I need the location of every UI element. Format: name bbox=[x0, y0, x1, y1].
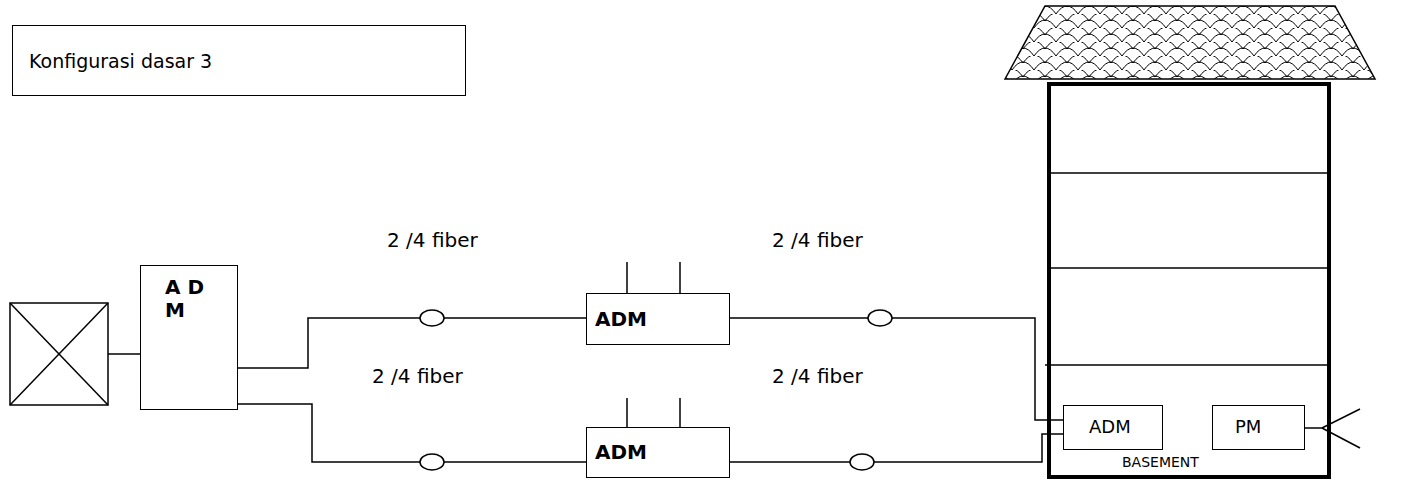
box-label: PM bbox=[1235, 417, 1261, 438]
fiber-marker bbox=[850, 454, 874, 470]
box-label: A D M bbox=[165, 276, 211, 322]
fiber-link bbox=[238, 318, 586, 368]
floor-lines bbox=[1045, 173, 1331, 365]
link-label: 2 /4 fiber bbox=[770, 228, 865, 252]
fiber-marker bbox=[868, 310, 892, 326]
box-label: ADM bbox=[595, 308, 647, 331]
adm-box: ADM bbox=[586, 293, 730, 345]
box-label: ADM bbox=[1089, 417, 1131, 438]
wire bbox=[108, 353, 140, 355]
link-label: 2 /4 fiber bbox=[385, 228, 480, 252]
roof bbox=[1005, 6, 1375, 79]
adm-box: A D M bbox=[140, 265, 238, 410]
fiber-marker bbox=[420, 310, 444, 326]
title-text: Konfigurasi dasar 3 bbox=[29, 50, 212, 72]
box-label: ADM bbox=[595, 441, 647, 464]
building: BASEMENT ADM PM bbox=[1047, 82, 1331, 479]
fiber-link bbox=[730, 318, 1063, 420]
adm-box: ADM bbox=[586, 427, 730, 478]
exchange-symbol bbox=[10, 303, 108, 405]
link-label: 2 /4 fiber bbox=[770, 364, 865, 388]
adm-box: ADM bbox=[1063, 405, 1163, 450]
fiber-link bbox=[238, 404, 586, 462]
floor-label: BASEMENT bbox=[1122, 454, 1199, 470]
antenna-symbol bbox=[1305, 409, 1360, 448]
fiber-link bbox=[730, 434, 1063, 462]
title-box: Konfigurasi dasar 3 bbox=[12, 25, 466, 96]
pm-box: PM bbox=[1212, 405, 1305, 450]
fiber-marker bbox=[420, 454, 444, 470]
link-label: 2 /4 fiber bbox=[370, 364, 465, 388]
